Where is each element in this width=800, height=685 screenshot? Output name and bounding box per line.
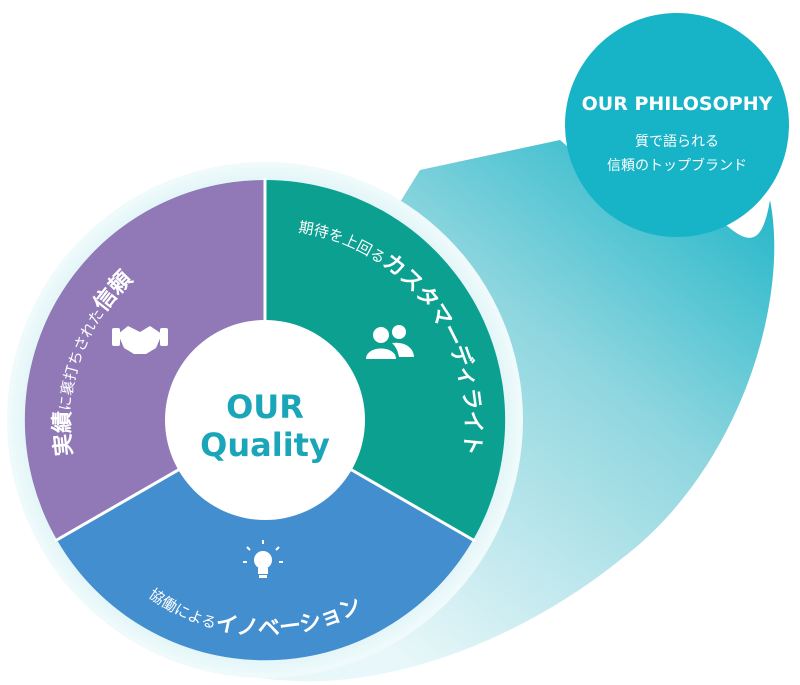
center-line2: Quality [200,426,330,464]
philosophy-line1: 質で語られる [635,134,719,150]
philosophy-title: OUR PHILOSOPHY [582,93,773,115]
center-line1: OUR [226,388,304,426]
lightbulb-icon [243,540,283,578]
handshake-icon [112,326,168,354]
center-circle [165,320,365,520]
philosophy-bubble [565,13,789,237]
philosophy-line2: 信頼のトップブランド [607,157,747,174]
users-icon [366,325,414,359]
